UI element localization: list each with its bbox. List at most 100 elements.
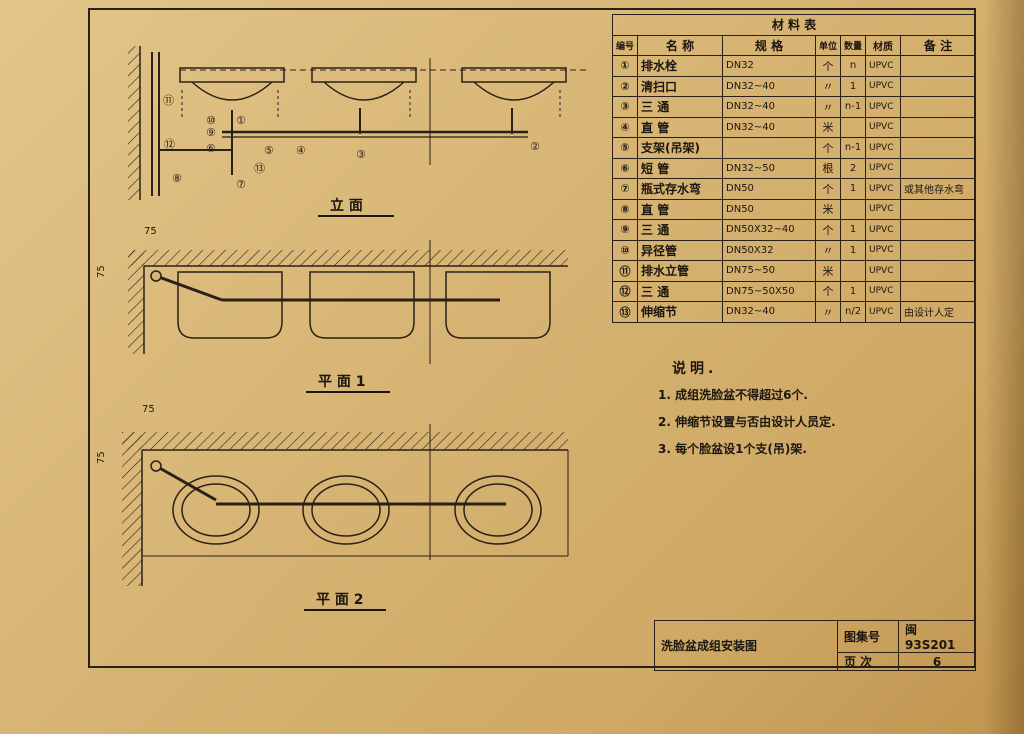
cell-material: UPVC — [865, 75, 902, 97]
cell-remark: 由设计人定 — [900, 301, 976, 323]
callout-1: ① — [236, 114, 246, 127]
cell-spec: DN32~40 — [722, 116, 817, 138]
cell-name: 三 通 — [637, 96, 724, 118]
cell-no: ③ — [611, 96, 639, 118]
cell-material: UPVC — [865, 198, 902, 220]
cell-qty: 1 — [840, 219, 867, 241]
cell-qty: n — [840, 55, 867, 77]
cell-name: 短 管 — [637, 157, 724, 179]
cell-unit: 个 — [815, 178, 842, 200]
material-table-title: 材 料 表 — [612, 14, 976, 36]
cell-remark — [900, 96, 976, 118]
cell-material: UPVC — [865, 239, 902, 261]
drawing-frame — [88, 8, 976, 668]
callout-4: ④ — [296, 144, 306, 157]
cell-spec: DN32~40 — [722, 96, 817, 118]
cell-qty: n-1 — [840, 137, 867, 159]
elevation-title: 立 面 — [330, 197, 363, 214]
basin-elevation-2 — [311, 67, 417, 101]
basin-plan1-1 — [177, 271, 283, 339]
cell-spec: DN50 — [722, 178, 817, 200]
plan2-wall-left — [122, 432, 142, 586]
cell-name: 三 通 — [637, 219, 724, 241]
cell-name: 支架(吊架) — [637, 137, 724, 159]
cell-remark — [900, 260, 976, 282]
basin-plan2-2 — [302, 475, 390, 545]
cell-remark — [900, 219, 976, 241]
cell-remark: 或其他存水弯 — [900, 178, 976, 200]
cell-qty: 1 — [840, 280, 867, 302]
col-material: 材质 — [865, 34, 902, 56]
cell-material: UPVC — [865, 219, 902, 241]
cell-name: 排水栓 — [637, 55, 724, 77]
callout-7: ⑦ — [236, 178, 246, 191]
cell-no: ⑦ — [611, 178, 639, 200]
callout-6: ⑥ — [206, 142, 216, 155]
cell-name: 直 管 — [637, 198, 724, 220]
cell-no: ② — [611, 75, 639, 97]
basin-elevation-3 — [461, 67, 567, 101]
plan1-title: 平 面 1 — [318, 374, 366, 390]
cell-name: 直 管 — [637, 116, 724, 138]
cell-remark — [900, 137, 976, 159]
callout-3: ③ — [356, 148, 366, 161]
cell-remark — [900, 239, 976, 261]
atlas-number: 闽 93S201 — [898, 620, 976, 653]
cell-spec: DN32~50 — [722, 157, 817, 179]
material-table-header: 编号 名 称 规 格 单位 数量 材质 备 注 — [611, 34, 976, 56]
callout-8: ⑧ — [172, 172, 182, 185]
cell-material: UPVC — [865, 116, 902, 138]
callout-12: ⑫ — [164, 138, 175, 151]
cell-name: 伸缩节 — [637, 301, 724, 323]
cell-no: ④ — [611, 116, 639, 138]
cell-no: ⑨ — [611, 219, 639, 241]
cell-name: 清扫口 — [637, 75, 724, 97]
plan2-dim-left: 75 — [96, 451, 107, 464]
plan1-wall-top — [128, 250, 568, 266]
cell-unit: 〃 — [815, 301, 842, 323]
cell-qty: 1 — [840, 75, 867, 97]
cell-remark — [900, 280, 976, 302]
basin-plan2-1 — [172, 475, 260, 545]
col-unit: 单位 — [815, 34, 842, 56]
cell-remark — [900, 157, 976, 179]
cell-remark — [900, 198, 976, 220]
cell-spec: DN75~50 — [722, 260, 817, 282]
cell-material: UPVC — [865, 96, 902, 118]
cell-spec: DN32~40 — [722, 301, 817, 323]
cell-unit: 米 — [815, 116, 842, 138]
elevation-callouts: ⑪ ⑩ ⑨ ① ② ③ ④ ⑤ ⑥ ⑦ ⑧ ⑫ ⑬ — [163, 94, 540, 191]
page-edge-shadow — [984, 0, 1024, 734]
col-qty: 数量 — [840, 34, 867, 56]
basin-elevation-1 — [179, 67, 285, 101]
cell-unit: 个 — [815, 55, 842, 77]
cell-unit: 米 — [815, 260, 842, 282]
cell-no: ⑫ — [611, 280, 639, 302]
cell-material: UPVC — [865, 137, 902, 159]
plan2-title: 平 面 2 — [316, 592, 364, 608]
callout-10: ⑩ — [206, 114, 216, 127]
cell-no: ⑤ — [611, 137, 639, 159]
cell-spec: DN50X32 — [722, 239, 817, 261]
note-item-1: 1. 成组洗脸盆不得超过6个. — [658, 388, 808, 402]
elevation-wall — [128, 46, 140, 200]
cell-spec: DN75~50X50 — [722, 280, 817, 302]
cell-qty — [840, 260, 867, 282]
cell-unit: 个 — [815, 280, 842, 302]
cell-spec — [722, 137, 817, 159]
plan2-dim-top: 75 — [142, 404, 155, 415]
page-label: 页 次 — [837, 652, 899, 671]
cell-no: ⑥ — [611, 157, 639, 179]
note-item-2: 2. 伸缩节设置与否由设计人员定. — [658, 415, 836, 429]
cell-material: UPVC — [865, 280, 902, 302]
